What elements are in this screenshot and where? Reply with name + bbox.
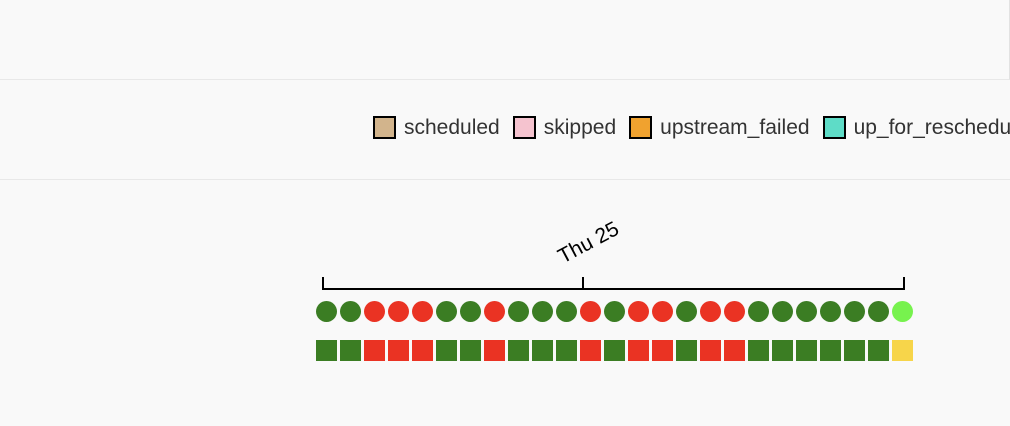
row-task-instances bbox=[316, 340, 956, 361]
dag-run-failed[interactable] bbox=[580, 301, 601, 322]
task-instance-success[interactable] bbox=[316, 340, 337, 361]
axis-tick-thu25 bbox=[582, 277, 584, 290]
dag-run-success[interactable] bbox=[796, 301, 817, 322]
axis-tick-end bbox=[903, 277, 905, 290]
dag-run-success[interactable] bbox=[556, 301, 577, 322]
legend-label-scheduled: scheduled bbox=[404, 116, 500, 139]
axis-line bbox=[322, 288, 905, 290]
task-instance-success[interactable] bbox=[604, 340, 625, 361]
legend-swatch-upstream_failed bbox=[629, 116, 653, 139]
dag-run-success[interactable] bbox=[316, 301, 337, 322]
task-instance-up_for_retry[interactable] bbox=[892, 340, 913, 361]
legend-item-scheduled: scheduled bbox=[373, 116, 500, 139]
task-instance-failed[interactable] bbox=[364, 340, 385, 361]
legend-label-skipped: skipped bbox=[543, 116, 617, 139]
task-instance-success[interactable] bbox=[340, 340, 361, 361]
task-instance-success[interactable] bbox=[844, 340, 865, 361]
task-instance-success[interactable] bbox=[508, 340, 529, 361]
dag-run-failed[interactable] bbox=[388, 301, 409, 322]
dag-run-failed[interactable] bbox=[412, 301, 433, 322]
legend-swatch-scheduled bbox=[373, 116, 396, 139]
dag-run-success[interactable] bbox=[436, 301, 457, 322]
task-instance-failed[interactable] bbox=[628, 340, 649, 361]
axis-tick-label: Thu 25 bbox=[554, 217, 623, 269]
task-instance-success[interactable] bbox=[868, 340, 889, 361]
dag-run-success[interactable] bbox=[868, 301, 889, 322]
task-instance-failed[interactable] bbox=[412, 340, 433, 361]
legend-label-up_for_reschedule: up_for_reschedule bbox=[853, 116, 1010, 139]
legend-item-skipped: skipped bbox=[512, 116, 617, 139]
task-instance-failed[interactable] bbox=[484, 340, 505, 361]
dag-run-success[interactable] bbox=[604, 301, 625, 322]
dag-run-success[interactable] bbox=[460, 301, 481, 322]
dag-run-success[interactable] bbox=[508, 301, 529, 322]
task-instance-success[interactable] bbox=[436, 340, 457, 361]
task-instance-failed[interactable] bbox=[652, 340, 673, 361]
dag-run-success[interactable] bbox=[820, 301, 841, 322]
legend-swatch-up_for_reschedule bbox=[822, 116, 846, 139]
top-bar bbox=[0, 0, 1010, 80]
task-instance-success[interactable] bbox=[532, 340, 553, 361]
dag-run-failed[interactable] bbox=[700, 301, 721, 322]
axis-tick-start bbox=[322, 277, 324, 290]
dag-run-running[interactable] bbox=[892, 301, 913, 322]
dag-run-success[interactable] bbox=[676, 301, 697, 322]
legend-swatch-skipped bbox=[512, 116, 536, 139]
task-instance-failed[interactable] bbox=[724, 340, 745, 361]
dag-run-success[interactable] bbox=[532, 301, 553, 322]
task-instance-failed[interactable] bbox=[388, 340, 409, 361]
task-instance-success[interactable] bbox=[796, 340, 817, 361]
task-instance-success[interactable] bbox=[772, 340, 793, 361]
dag-run-failed[interactable] bbox=[484, 301, 505, 322]
dag-run-failed[interactable] bbox=[724, 301, 745, 322]
dag-run-failed[interactable] bbox=[364, 301, 385, 322]
dag-run-success[interactable] bbox=[844, 301, 865, 322]
row-dag-runs bbox=[316, 301, 956, 322]
task-instance-success[interactable] bbox=[820, 340, 841, 361]
dag-run-success[interactable] bbox=[772, 301, 793, 322]
dag-run-success[interactable] bbox=[340, 301, 361, 322]
legend: scheduled skipped upstream_failed up_for_re… bbox=[373, 116, 1010, 139]
task-instance-failed[interactable] bbox=[580, 340, 601, 361]
task-instance-success[interactable] bbox=[676, 340, 697, 361]
legend-bar: scheduled skipped upstream_failed up_for_re… bbox=[0, 80, 1010, 180]
legend-item-upstream_failed: upstream_failed bbox=[629, 116, 810, 139]
dag-run-failed[interactable] bbox=[652, 301, 673, 322]
dag-run-failed[interactable] bbox=[628, 301, 649, 322]
task-instance-success[interactable] bbox=[460, 340, 481, 361]
dag-run-success[interactable] bbox=[748, 301, 769, 322]
task-instance-success[interactable] bbox=[748, 340, 769, 361]
legend-item-up_for_reschedule: up_for_reschedule bbox=[822, 116, 1010, 139]
task-instance-failed[interactable] bbox=[700, 340, 721, 361]
task-instance-success[interactable] bbox=[556, 340, 577, 361]
legend-label-upstream_failed: upstream_failed bbox=[660, 116, 810, 139]
tree-chart: Thu 25 bbox=[0, 180, 1010, 426]
